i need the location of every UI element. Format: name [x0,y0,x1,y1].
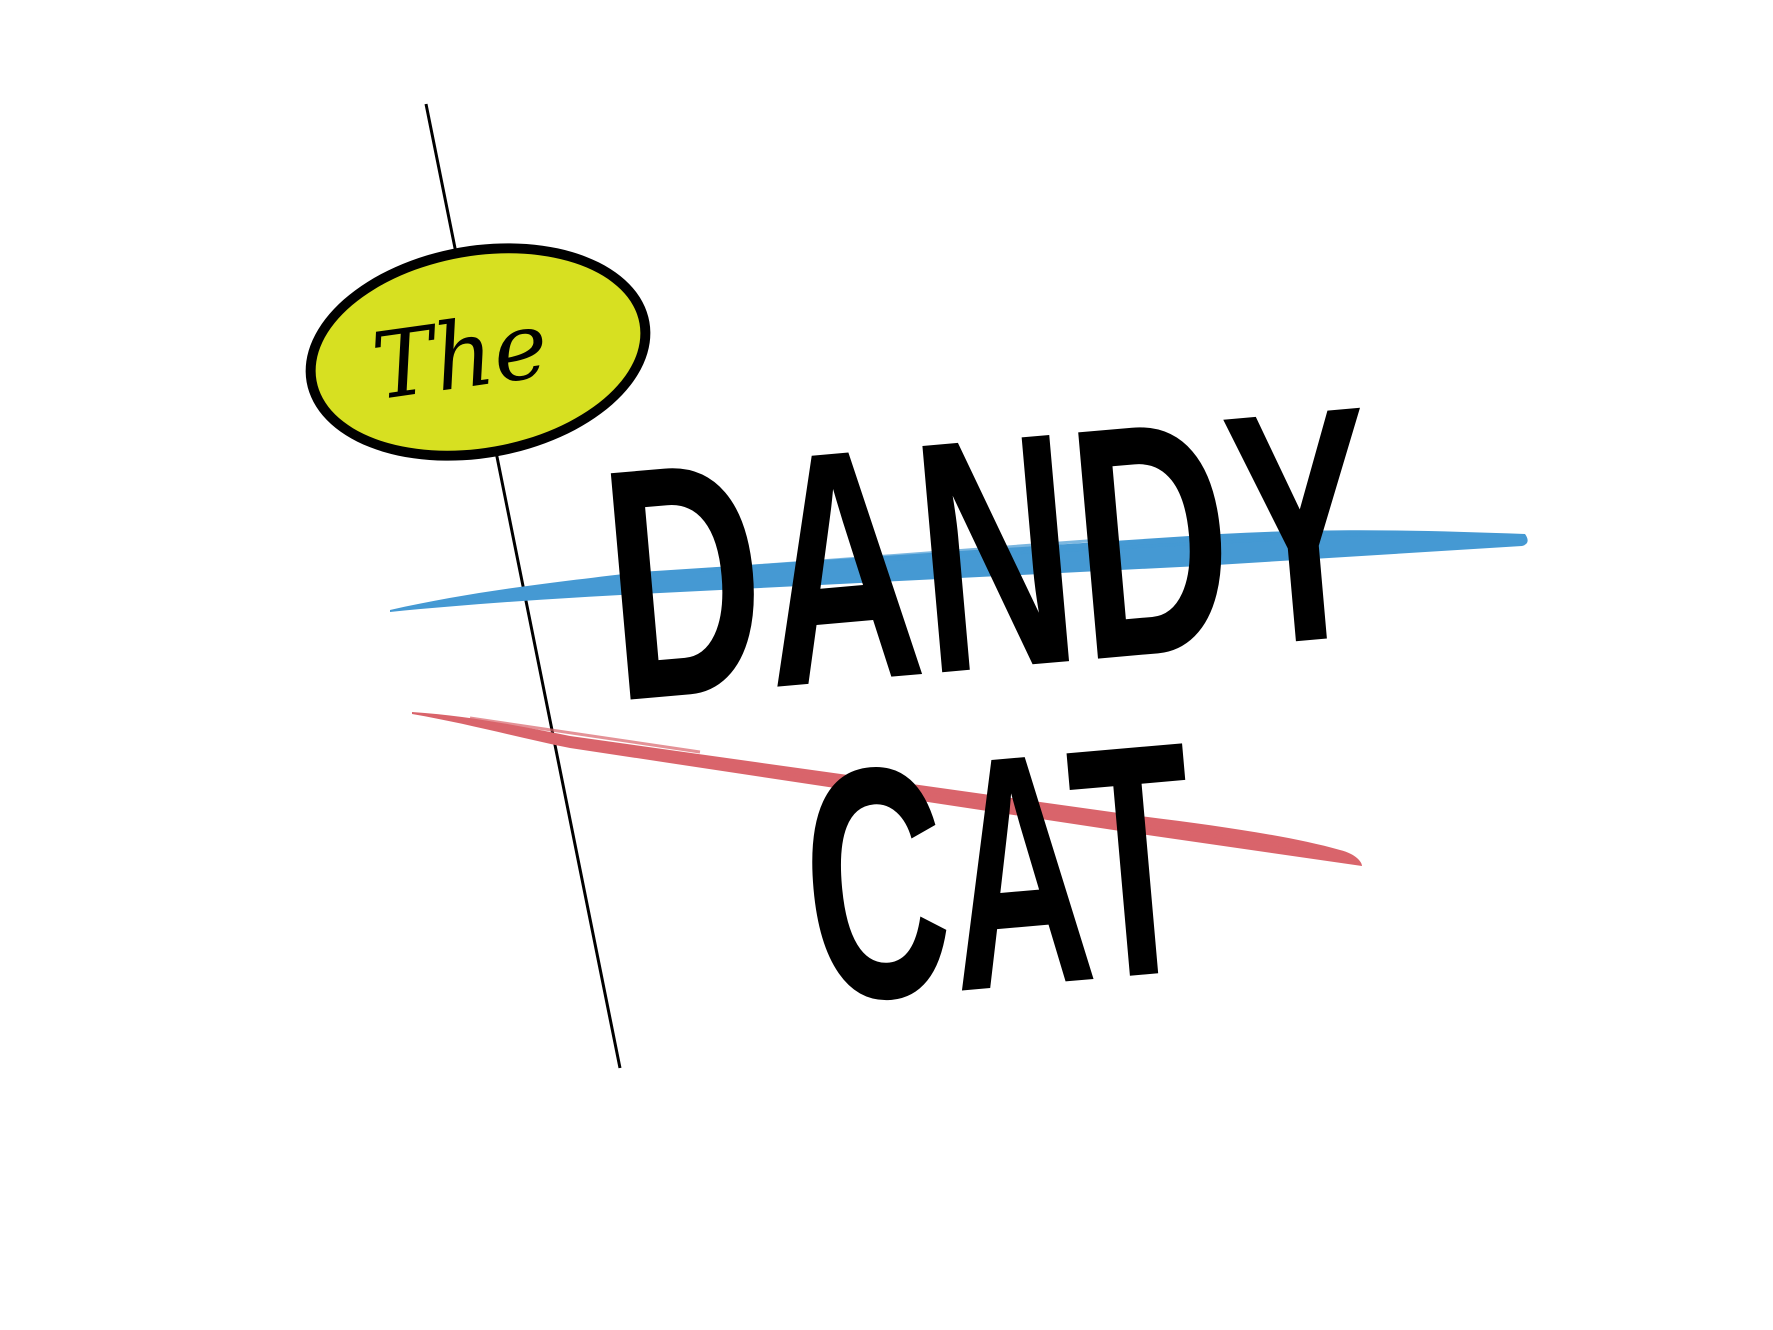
blue-brush-stroke [390,530,1528,612]
word-dandy: DANDY [590,336,1389,771]
badge-text-the: The [366,291,554,421]
word-dandy-text: DANDY [590,336,1389,771]
word-cat: CAT [789,671,1210,1073]
the-badge [305,243,651,461]
word-cat-text: CAT [789,671,1210,1073]
badge-yellow-fill [315,253,641,451]
blue-brush-texture [699,532,1461,572]
red-brush-texture [469,716,1301,850]
